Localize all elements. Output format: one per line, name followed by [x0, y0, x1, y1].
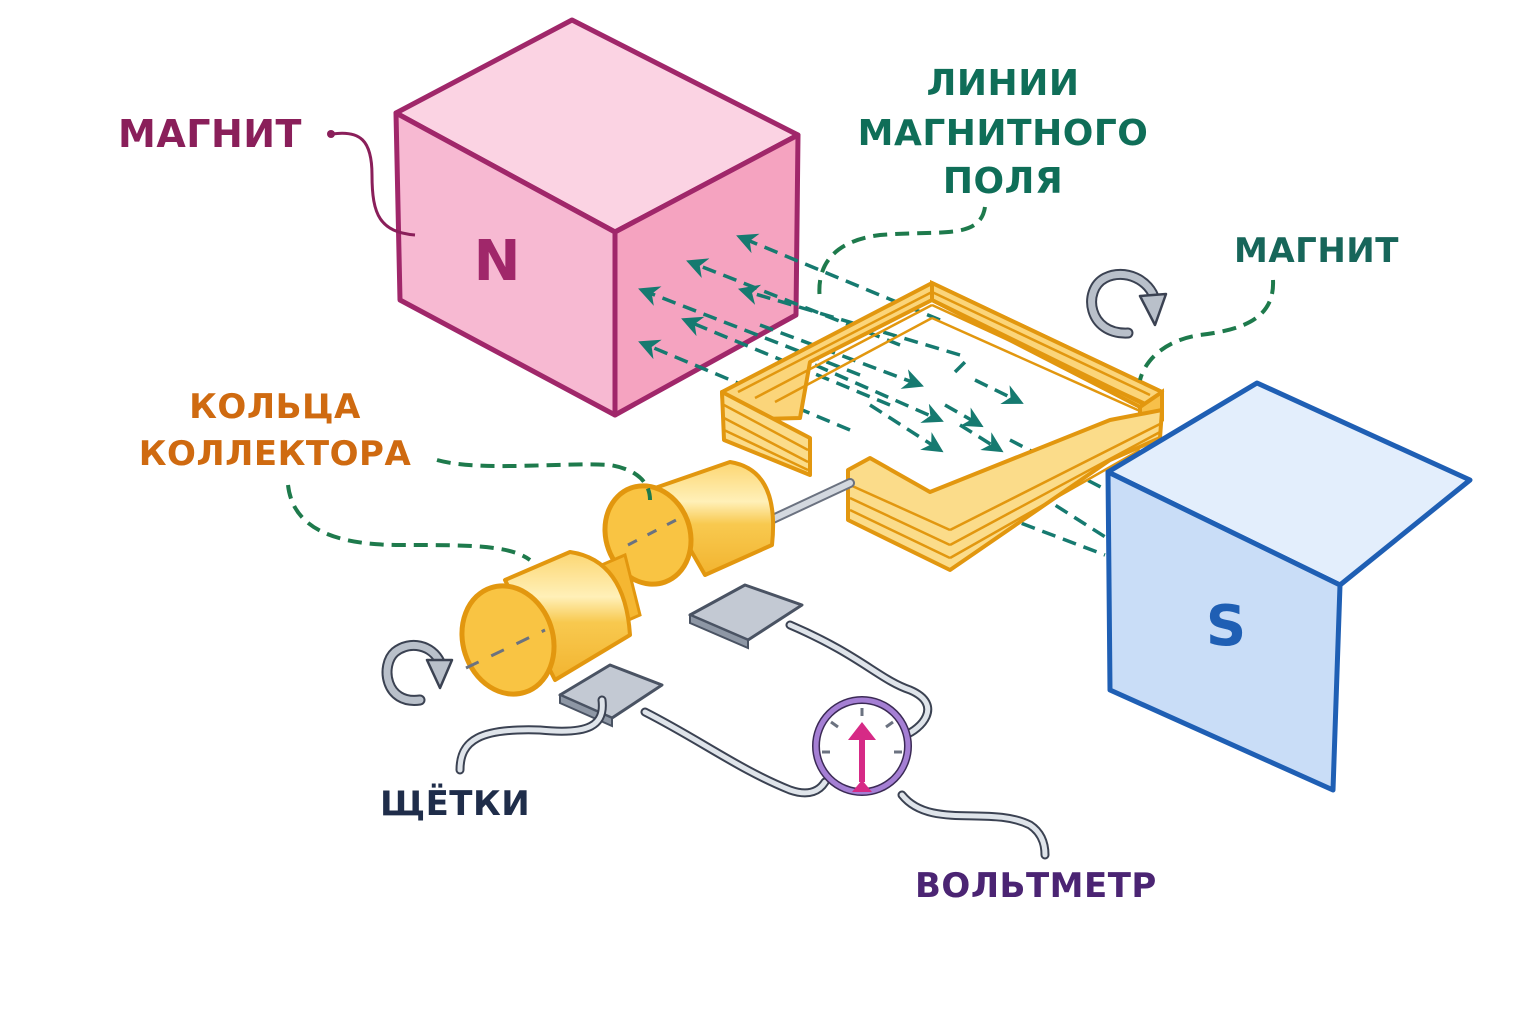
coil-winding: [849, 496, 951, 547]
wire-brush-lead: [457, 697, 605, 773]
north-pole-letter: N: [474, 229, 521, 294]
label-magnet-south: МАГНИТ: [1234, 231, 1399, 271]
voltmeter-needle-head: [848, 722, 876, 740]
wire-front: [642, 709, 828, 796]
field-line: [759, 323, 924, 389]
rotation-arrowhead-icon: [425, 658, 454, 690]
south-pole-letter: S: [1206, 594, 1246, 659]
leader-dot: [327, 130, 335, 138]
field-line: [959, 423, 1004, 453]
rotation-arrow-icon: [1088, 270, 1159, 337]
voltmeter-ticks: [822, 708, 902, 754]
coil-side-face: [720, 390, 812, 477]
brushes: [558, 583, 804, 728]
coil-winding: [774, 316, 933, 404]
coil-winding: [723, 428, 809, 472]
label-magnet-north: МАГНИТ: [118, 112, 302, 156]
field-line: [638, 286, 861, 377]
shaft: [755, 478, 855, 530]
coil: [720, 279, 1165, 572]
south-magnet: S: [1105, 380, 1473, 793]
rotation-arrow-shaft: [381, 639, 454, 706]
slip-ring-face: [459, 583, 557, 697]
coil-winding: [931, 303, 1146, 405]
coil-winding: [949, 448, 1141, 560]
coil-front-arm: [846, 408, 1164, 572]
coil-winding: [723, 403, 809, 452]
brush-back: [688, 583, 804, 642]
slip-ring-axis: [627, 516, 681, 547]
field-line: [814, 363, 944, 423]
rotation-arrowhead-icon: [1138, 292, 1168, 327]
field-line: [974, 378, 1024, 405]
leader-line-field: [817, 206, 987, 301]
label-voltmeter: ВОЛЬТМЕТР: [915, 866, 1157, 906]
label-brushes: ЩЁТКИ: [380, 783, 530, 824]
field-line: [953, 360, 967, 374]
coil-winding: [737, 290, 933, 394]
south-magnet-front-face: [1105, 469, 1343, 793]
slip-ring-body: [653, 460, 775, 577]
label-slip-rings-2: КОЛЛЕКТОРА: [139, 434, 412, 474]
label-slip-rings-1: КОЛЬЦА: [189, 387, 361, 427]
label-field-lines-3: ПОЛЯ: [943, 161, 1063, 202]
wire-voltmeter-lead: [899, 792, 1048, 858]
coil-winding: [931, 316, 1141, 413]
coil-winding: [949, 430, 1161, 547]
shaft-rod: [757, 480, 853, 528]
coil-winding: [723, 416, 809, 464]
slip-rings: [459, 460, 775, 697]
coil-winding: [931, 290, 1151, 397]
coil-winding: [949, 422, 1161, 532]
leader-line-north-magnet: [331, 131, 416, 237]
leader-line-south-magnet: [1138, 279, 1276, 381]
field-line: [686, 258, 901, 347]
field-line: [869, 403, 944, 453]
slip-ring-front: [459, 550, 632, 697]
coil-winding: [849, 508, 951, 560]
voltmeter-pivot: [852, 780, 872, 792]
brush-back-side: [689, 613, 749, 650]
rotation-arrow-coil: [1086, 268, 1168, 339]
label-field-lines-1: ЛИНИИ: [927, 63, 1080, 104]
leader-lines: [286, 130, 1276, 562]
slip-ring-body: [503, 550, 632, 682]
field-line: [736, 233, 941, 322]
label-field-lines-2: МАГНИТНОГО: [858, 113, 1149, 154]
leader-line-slip-ring-front: [286, 484, 532, 562]
rotation-arrow-icon: [383, 641, 444, 704]
voltmeter: [812, 696, 912, 796]
wire-back: [787, 622, 931, 738]
coil-winding: [849, 483, 951, 532]
wires: [455, 620, 1050, 860]
wire-voltmeter-lead: [897, 790, 1050, 860]
north-magnet: N: [393, 17, 801, 418]
field-line: [944, 403, 984, 428]
field-line: [737, 284, 961, 357]
coil-winding: [754, 303, 933, 400]
